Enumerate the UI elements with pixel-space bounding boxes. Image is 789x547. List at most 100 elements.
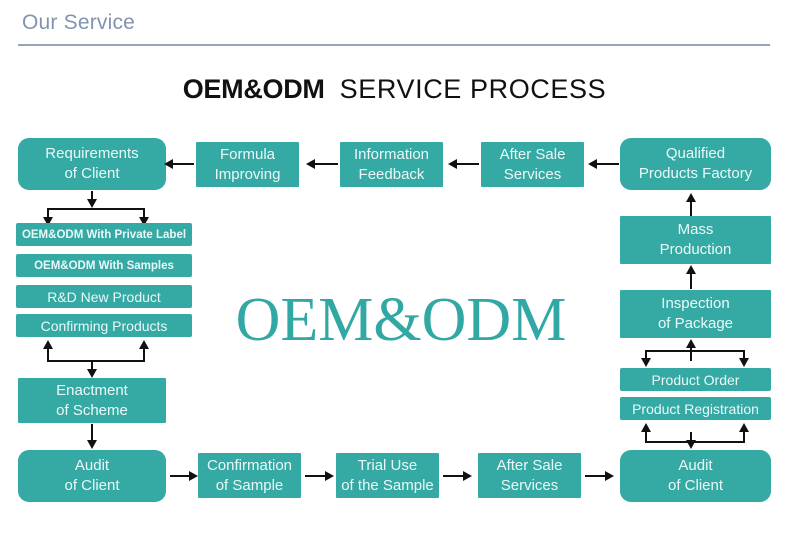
node-after-sale-services-top[interactable]: After Sale Services [481,142,584,187]
arrow-up-icon [686,265,696,274]
node-inspection-of-package[interactable]: Inspection of Package [620,290,771,338]
arrow-down-icon [87,369,97,378]
connector-line [690,432,692,442]
node-line-2: Production [659,241,732,258]
node-line-1: Mass [677,221,714,238]
arrow-up-icon [641,423,651,432]
node-line-2: Improving [214,165,281,183]
diagram-title-strong: OEM&ODM [182,74,325,104]
connector-line [47,360,145,362]
node-line-1: Information [353,145,430,163]
page-title: Our Service [22,11,136,34]
watermark-oem-odm: OEM&ODM [235,286,567,354]
arrow-left-icon [448,159,457,169]
node-label: Product Registration [632,400,759,417]
connector-line [47,208,49,220]
node-audit-of-client-right[interactable]: Audit of Client [620,450,771,502]
node-line-2: of Scheme [56,401,128,419]
header-divider [18,44,770,46]
node-line-1: Enactment [56,381,128,399]
node-oem-odm-private-label[interactable]: OEM&ODM With Private Label [16,223,192,246]
node-rd-new-product[interactable]: R&D New Product [16,285,192,308]
connector-line [143,348,145,362]
node-line-2: Services [500,476,559,494]
node-information-feedback[interactable]: Information Feedback [340,142,443,187]
node-label: OEM&ODM With Samples [34,259,174,272]
arrow-up-icon [139,340,149,349]
node-audit-of-client-left[interactable]: Audit of Client [18,450,166,502]
arrow-left-icon [588,159,597,169]
node-line-1: Requirements [45,145,139,162]
arrow-right-icon [463,471,472,481]
node-line-1: Inspection [661,295,730,312]
node-trial-use-of-the-sample[interactable]: Trial Use of the Sample [336,453,439,498]
arrow-up-icon [686,339,696,348]
connector-line [743,431,745,443]
node-label: Confirming Products [40,317,168,334]
connector-line [91,191,93,201]
connector-line [690,273,692,289]
node-label: OEM&ODM With Private Label [21,228,187,241]
connector-line [645,350,647,360]
node-line-1: Audit [74,457,110,474]
connector-line [585,475,607,477]
connector-line [645,350,745,352]
connector-line [314,163,338,165]
node-requirements-of-client[interactable]: Requirements of Client [18,138,166,190]
node-line-1: After Sale [496,456,563,474]
node-mass-production[interactable]: Mass Production [620,216,771,264]
connector-line [91,424,93,442]
connector-line [456,163,479,165]
node-line-2: Products Factory [638,165,753,182]
arrow-right-icon [189,471,198,481]
node-enactment-of-scheme[interactable]: Enactment of Scheme [18,378,166,423]
node-qualified-products-factory[interactable]: Qualified Products Factory [620,138,771,190]
node-line-2: of Sample [215,476,284,494]
node-line-1: Qualified [665,145,726,162]
node-line-1: Trial Use [357,456,418,474]
section-header: Our Service [0,0,789,48]
node-label: R&D New Product [47,288,161,305]
diagram-title-light: SERVICE PROCESS [339,74,607,104]
arrow-right-icon [325,471,334,481]
node-line-2: of Package [657,315,734,332]
node-formula-improving[interactable]: Formula Improving [196,142,299,187]
arrow-up-icon [686,193,696,202]
node-line-1: After Sale [499,145,566,163]
node-line-2: Services [503,165,562,183]
arrow-left-icon [164,159,173,169]
arrow-down-icon [641,358,651,367]
connector-line [596,163,619,165]
node-oem-odm-with-samples[interactable]: OEM&ODM With Samples [16,254,192,277]
connector-line [743,350,745,360]
arrow-up-icon [739,423,749,432]
node-product-order[interactable]: Product Order [620,368,771,391]
arrow-right-icon [605,471,614,481]
node-line-1: Audit [678,457,713,474]
node-product-registration[interactable]: Product Registration [620,397,771,420]
arrow-up-icon [43,340,53,349]
connector-line [143,208,145,220]
node-line-1: Formula [219,145,275,163]
connector-line [47,348,49,362]
connector-line [170,475,191,477]
connector-line [172,163,194,165]
connector-line [47,208,145,210]
node-after-sale-services-bottom[interactable]: After Sale Services [478,453,581,498]
connector-line [443,475,465,477]
arrow-down-icon [739,358,749,367]
arrow-down-icon [139,217,149,226]
node-confirmation-of-sample[interactable]: Confirmation of Sample [198,453,301,498]
connector-line [690,347,692,361]
node-confirming-products[interactable]: Confirming Products [16,314,192,337]
arrow-down-icon [43,217,53,226]
connector-line [690,201,692,218]
node-line-2: of Client [667,477,724,494]
connector-line [305,475,327,477]
arrow-down-icon [87,440,97,449]
arrow-down-icon [686,440,696,449]
connector-line [645,431,647,443]
arrow-down-icon [87,199,97,208]
connector-line [91,360,93,371]
